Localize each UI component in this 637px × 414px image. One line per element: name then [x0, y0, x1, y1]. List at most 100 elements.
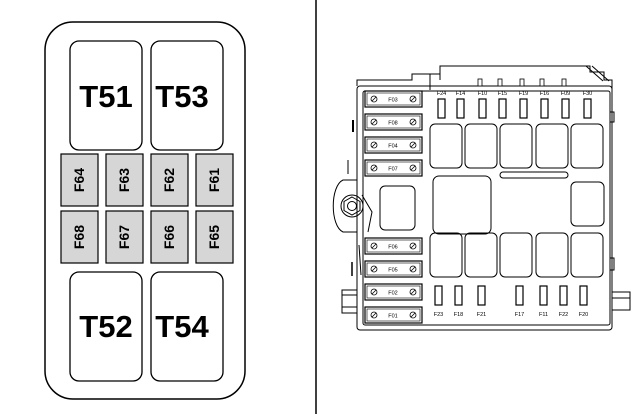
right-fuse-box [332, 65, 631, 331]
fuse-f67: F67 [105, 210, 144, 264]
fuse-f21: F21 [477, 285, 486, 318]
screw-icon [370, 265, 378, 273]
socket-lower-5 [570, 232, 604, 278]
fuse-label-f67: F67 [116, 225, 132, 249]
fuse-f07: F07 [364, 159, 423, 177]
fuse-f10: F10 [478, 91, 487, 119]
fuse-label-f24: F24 [437, 91, 446, 97]
socket-mid-right [570, 181, 605, 227]
fuse-label-f18: F18 [454, 312, 463, 318]
screw-icon [409, 141, 417, 149]
fuse-f20: F20 [579, 285, 588, 318]
fuse-f09: F09 [561, 91, 570, 119]
fuse-label-f22: F22 [559, 312, 568, 318]
mount-nut-outer [340, 194, 364, 218]
screw-icon [370, 288, 378, 296]
fuse-label-f04: F04 [388, 144, 397, 150]
mount-nut-hex [343, 196, 361, 216]
fuse-label-f07: F07 [388, 167, 397, 173]
fuse-label-f66: F66 [161, 225, 177, 249]
screw-icon [370, 164, 378, 172]
fuse-label-f10: F10 [478, 91, 487, 97]
socket-lower-2 [464, 232, 498, 278]
fuse-f08: F08 [364, 113, 423, 131]
fuse-f17: F17 [515, 285, 524, 318]
relay-label-t52: T52 [79, 309, 132, 344]
socket-lower-1 [429, 232, 463, 278]
screw-icon [409, 311, 417, 319]
relay-t51: T51 [69, 40, 143, 151]
box-top-profile [356, 65, 613, 90]
fuse-f04: F04 [364, 136, 423, 154]
fuse-f06: F06 [364, 237, 423, 255]
fuse-f01: F01 [364, 306, 423, 324]
fuse-f30: F30 [583, 91, 592, 119]
fuse-f05: F05 [364, 260, 423, 278]
socket-upper-4 [535, 123, 569, 169]
socket-upper-2 [464, 123, 498, 169]
socket-lower-4 [535, 232, 569, 278]
screw-icon [409, 242, 417, 250]
fuse-f63: F63 [105, 153, 144, 207]
screw-icon [409, 95, 417, 103]
socket-mid-center [432, 175, 492, 235]
screw-icon [370, 242, 378, 250]
fuse-f16: F16 [540, 91, 549, 119]
fuse-f02: F02 [364, 283, 423, 301]
fuse-f24: F24 [437, 91, 446, 119]
fuse-label-f19: F19 [519, 91, 528, 97]
fuse-f19: F19 [519, 91, 528, 119]
left-fuse-panel: T51 T53 T52 T54 F64 F63 F62 F61 [44, 21, 246, 400]
fuse-f66: F66 [150, 210, 189, 264]
socket-upper-3 [499, 123, 533, 169]
fuse-f18: F18 [454, 285, 463, 318]
screw-icon [370, 95, 378, 103]
center-slot [499, 171, 569, 179]
fuse-f64: F64 [60, 153, 99, 207]
screw-icon [409, 164, 417, 172]
fuse-f03: F03 [364, 90, 423, 108]
fuse-label-f16: F16 [540, 91, 549, 97]
fuse-label-f09: F09 [561, 91, 570, 97]
fuse-f68: F68 [60, 210, 99, 264]
fuse-label-f17: F17 [515, 312, 524, 318]
screw-icon [370, 118, 378, 126]
fuse-f11: F11 [539, 285, 548, 318]
fuse-label-f14: F14 [456, 91, 465, 97]
relay-t54: T54 [150, 271, 224, 382]
fuse-label-f23: F23 [434, 312, 443, 318]
fuse-f61: F61 [195, 153, 234, 207]
fuse-label-f15: F15 [498, 91, 507, 97]
fuse-label-f20: F20 [579, 312, 588, 318]
right-tab [612, 291, 631, 311]
fuse-label-f30: F30 [583, 91, 592, 97]
relay-label-t53: T53 [155, 79, 208, 114]
fuse-label-f11: F11 [539, 312, 548, 318]
fuse-f15: F15 [498, 91, 507, 119]
fuse-label-f62: F62 [161, 168, 177, 192]
fuse-label-f61: F61 [206, 168, 222, 192]
fuse-f22: F22 [559, 285, 568, 318]
socket-lower-3 [499, 232, 533, 278]
fuse-label-f05: F05 [388, 268, 397, 274]
screw-icon [409, 118, 417, 126]
relay-label-t51: T51 [79, 79, 132, 114]
fuse-label-f21: F21 [477, 312, 486, 318]
fuse-label-f65: F65 [206, 225, 222, 249]
fuse-f23: F23 [434, 285, 443, 318]
fuse-f62: F62 [150, 153, 189, 207]
box-outer-body [356, 85, 613, 331]
socket-upper-5 [570, 123, 604, 169]
top-fuse-row: F24 F14 F10 F15 F19 F16 F09 F30 [437, 78, 592, 119]
left-mounting-bracket [332, 179, 357, 233]
socket-mid-left [379, 185, 416, 231]
bottom-fuse-row: F23 F18 F21 F17 F11 F22 F20 [434, 285, 588, 318]
fuse-label-f02: F02 [388, 291, 397, 297]
fuse-f14: F14 [456, 91, 465, 119]
screw-icon [409, 288, 417, 296]
relay-label-t54: T54 [155, 309, 209, 344]
screw-icon [370, 311, 378, 319]
